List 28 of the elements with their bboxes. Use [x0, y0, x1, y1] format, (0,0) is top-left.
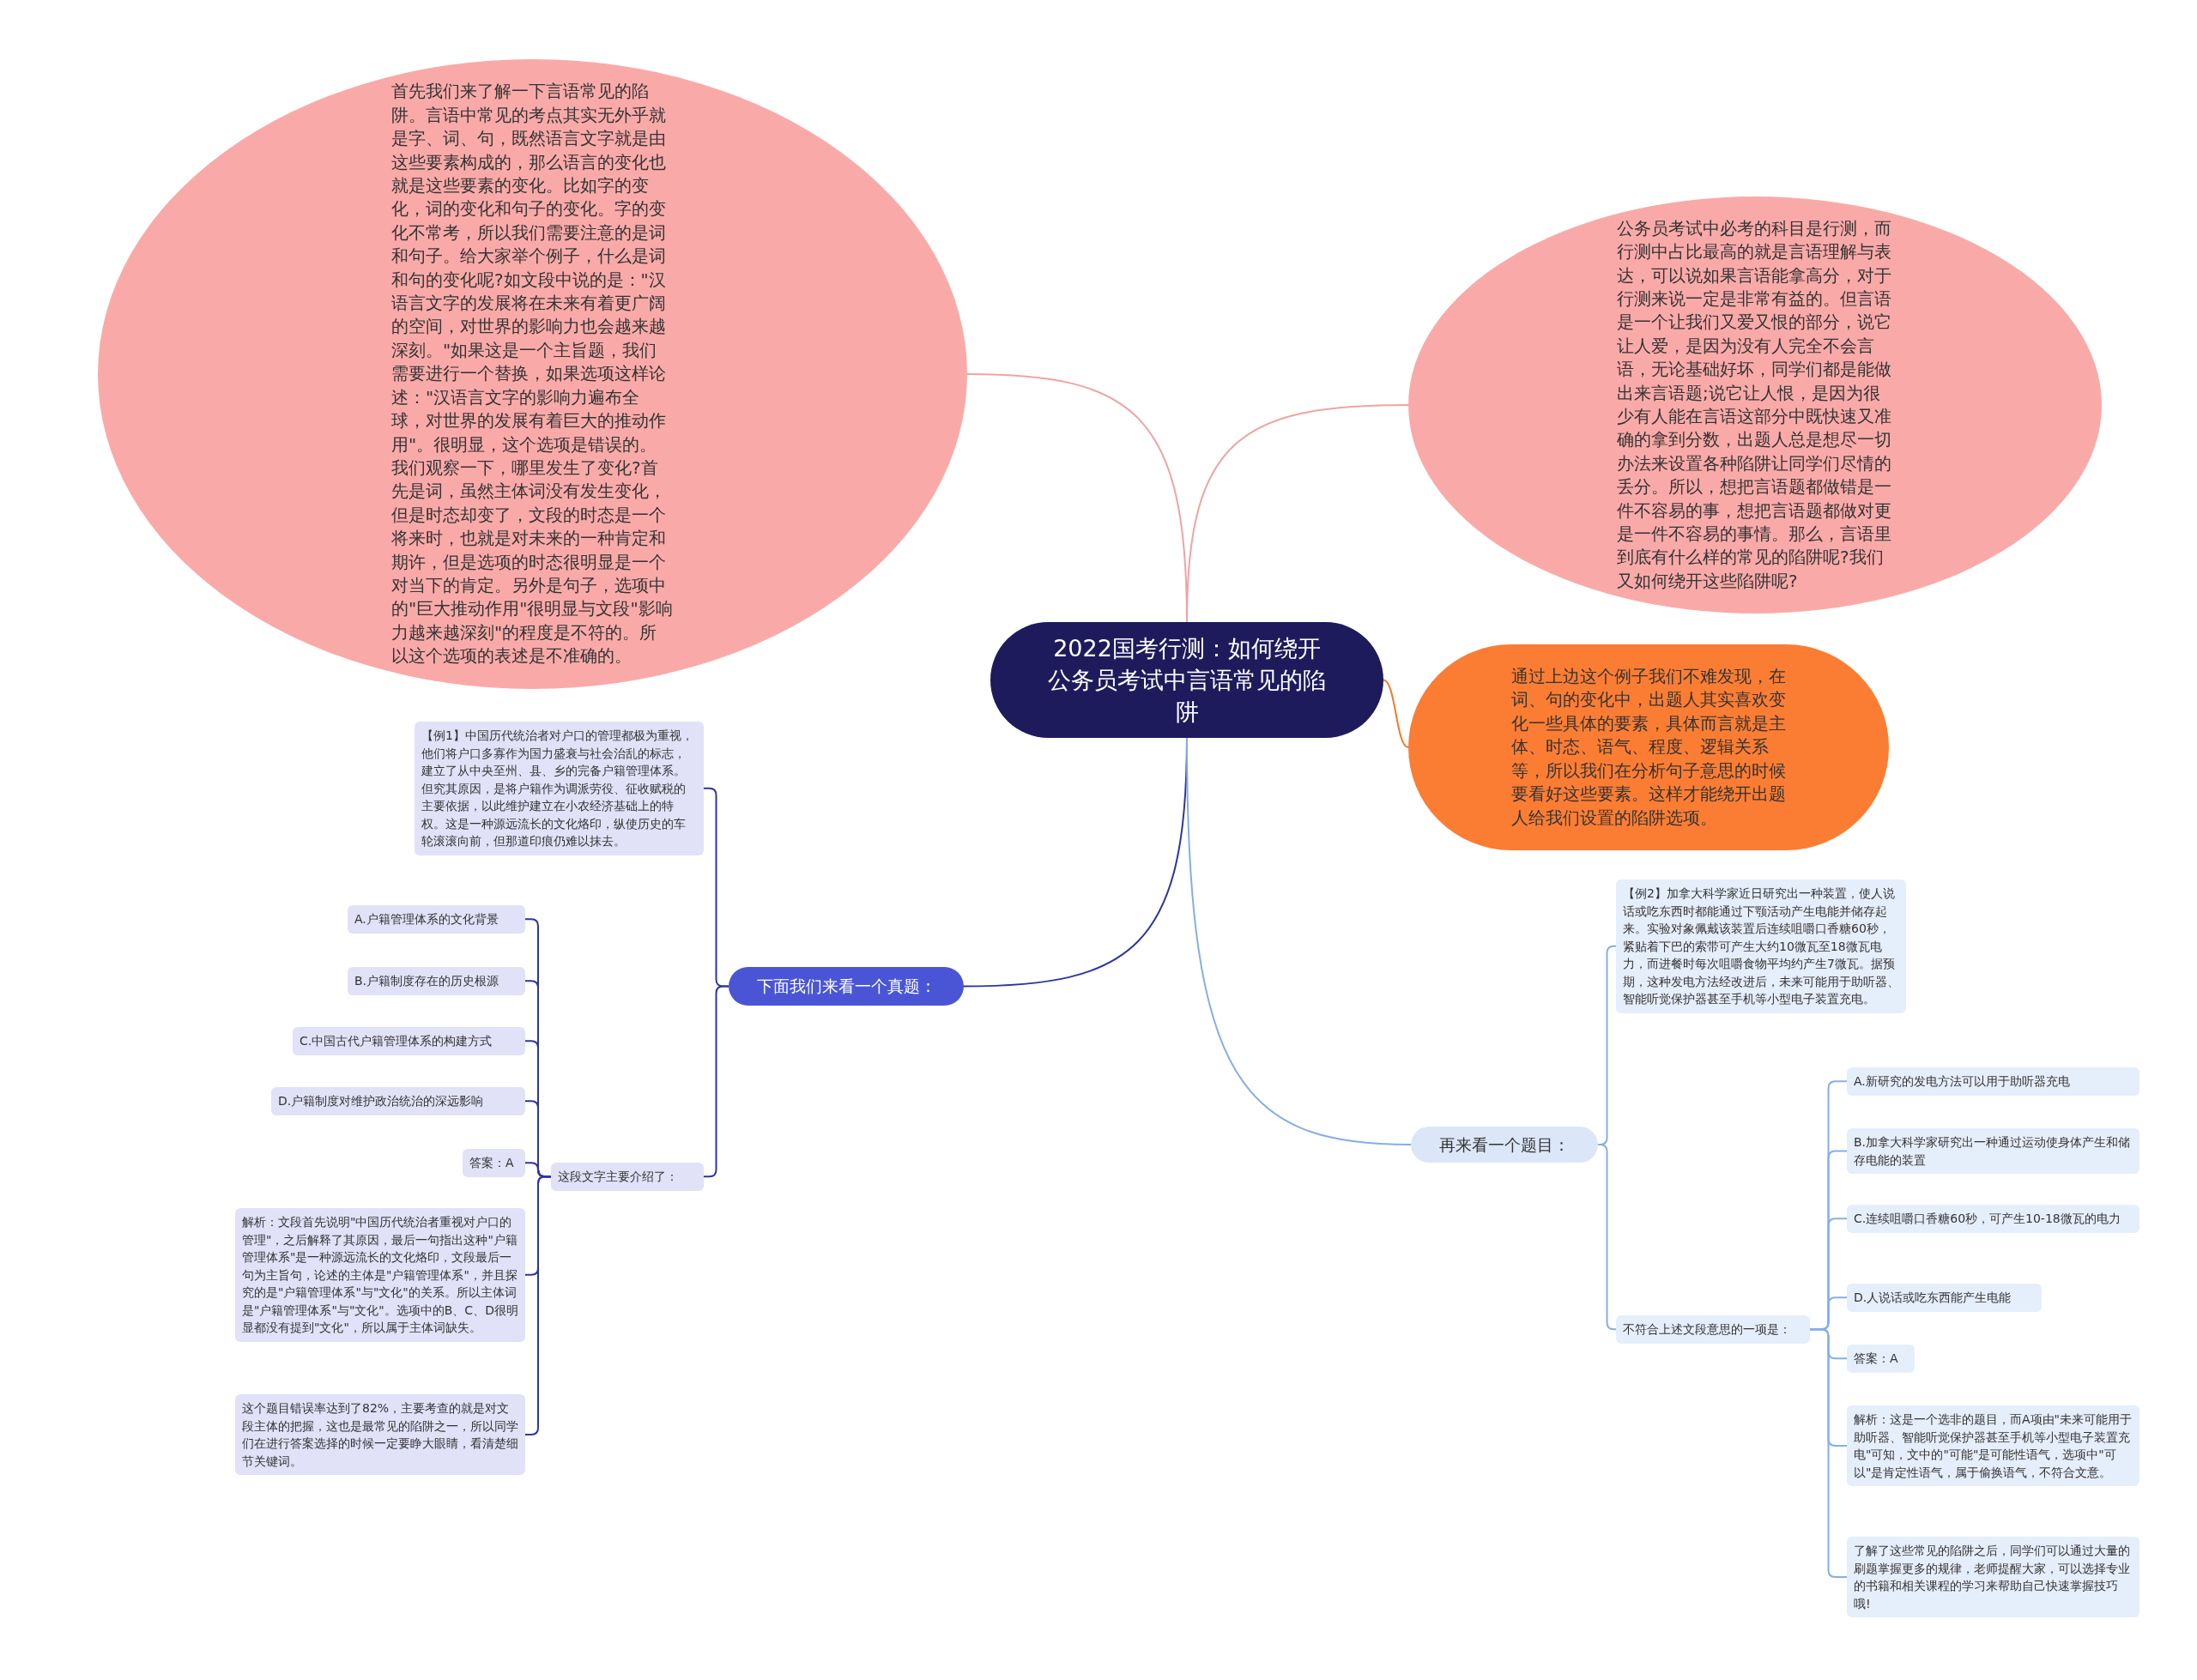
- text-card: C.连续咀嚼口香糖60秒，可产生10-18微瓦的电力: [1847, 1205, 2140, 1233]
- text-card: A.户籍管理体系的文化背景: [348, 905, 525, 934]
- central-topic: 2022国考行测：如何绕开公务员考试中言语常见的陷阱: [990, 622, 1383, 738]
- connector-line: [1383, 679, 1409, 748]
- text-card: 不符合上述文段意思的一项是：: [1616, 1315, 1810, 1344]
- branch-topic: 下面我们来看一个真题：: [729, 967, 964, 1006]
- connector-line: [1809, 1328, 1848, 1578]
- text-card: D.人说话或吃东西能产生电能: [1847, 1284, 2042, 1312]
- text-card: B.加拿大科学家研究出一种通过运动使身体产生和储存电能的装置: [1847, 1128, 2140, 1174]
- text-card: B.户籍制度存在的历史根源: [348, 967, 525, 995]
- text-card: 这段文字主要介绍了：: [551, 1163, 704, 1191]
- text-card: C.中国古代户籍管理体系的构建方式: [293, 1027, 525, 1055]
- text-bubble: 首先我们来了解一下言语常见的陷阱。言语中常见的考点其实无外乎就是字、词、句，既然语言文字就是由这些要素构成的，那么语言的变化也就是这些要素的变化。比如字的变化，词的变化和句子的变化。字的变化不常考，所以我们需要注意的是词和句子。给大家举个例子，什么是词和句的变化呢?如文段中说的是："汉语言文字的发展将在未来有着更广阔的空间，对世界的影响力也会越来越深刻。"如果这是一个主旨题，我们需要进行一个替换，如果选项这样论述："汉语言文字的影响力遍布全球，对世界的发展有着巨大的推动作用"。很明显，这个选项是错误的。我们观察一下，哪里发生了变化?首先是词，虽然主体词没有发生变化，但是时态却变了，文段的时态是一个将来时，也就是对未来的一种肯定和期许，但是选项的时态很明显是一个对当下的肯定。另外是句子，选项中的"巨大推动作用"很明显与文段"影响力越来越深刻"的程度是不符的。所以这个选项的表述是不准确的。: [98, 59, 967, 689]
- connector-line: [524, 1175, 552, 1435]
- text-bubble: 通过上边这个例子我们不难发现，在词、句的变化中，出题人其实喜欢变化一些具体的要素，具体而言就是主体、时态、语气、程度、逻辑关系等，所以我们在分析句子意思的时候要看好这些要素。这样才能绕开出题人给我们设置的陷阱选项。: [1408, 644, 1889, 850]
- branch-topic: 再来看一个题目：: [1411, 1127, 1598, 1163]
- text-card: 【例2】加拿大科学家近日研究出一种装置，使人说话或吃东西时都能通过下颚活动产生电能并储存起来。实验对象佩戴该装置后连续咀嚼口香糖60秒，紧贴着下巴的索带可产生大约10微瓦至18微瓦电力，而进餐时每次咀嚼食物平均约产生7微瓦。据预期，这种发电方法经改进后，未来可能用于助听器、智能听觉保护器甚至手机等小型电子装置充电。: [1616, 879, 1906, 1013]
- text-card: 答案：A: [463, 1149, 525, 1177]
- text-card: 这个题目错误率达到了82%，主要考查的就是对文段主体的把握，这也是最常见的陷阱之一，所以同学们在进行答案选择的时候一定要睁大眼睛，看清楚细节关键词。: [235, 1394, 525, 1475]
- connector-line: [1186, 737, 1412, 1145]
- text-card: 解析：文段首先说明"中国历代统治者重视对户口的管理"，之后解释了其原因，最后一句指出这种"户籍管理体系"是一种源远流长的文化烙印，文段最后一句为主旨句，论述的主体是"户籍管理体系"，并且探究的是"户籍管理体系"与"文化"的关系。所以主体词是"户籍管理体系"与"文化"。选项中的B、C、D很明显都没有提到"文化"，所以属于主体词缺失。: [235, 1208, 525, 1342]
- text-card: A.新研究的发电方法可以用于助听器充电: [1847, 1067, 2140, 1096]
- text-card: 解析：这是一个选非的题目，而A项由"未来可能用于助听器、智能听觉保护器甚至手机等小型电子装置充电"可知，文中的"可能"是可能性语气，选项中"可以"是肯定性语气，属于偷换语气，不符合文意。: [1847, 1405, 2140, 1486]
- text-card: 了解了这些常见的陷阱之后，同学们可以通过大量的刷题掌握更多的规律，老师提醒大家，可以选择专业的书籍和相关课程的学习来帮助自己快速掌握技巧哦!: [1847, 1537, 2140, 1617]
- text-card: 【例1】中国历代统治者对户口的管理都极为重视，他们将户口多寡作为国力盛衰与社会治乱的标志，建立了从中央至州、县、乡的完备户籍管理体系。但究其原因，是将户籍作为调派劳役、征收赋税的主要依据，以此维护建立在小农经济基础上的特权。这是一种源远流长的文化烙印，纵使历史的车轮滚滚向前，但那道印痕仍难以抹去。: [415, 722, 704, 855]
- text-card: 答案：A: [1847, 1345, 1915, 1373]
- text-card: D.户籍制度对维护政治统治的深远影响: [271, 1087, 525, 1115]
- text-bubble: 公务员考试中必考的科目是行测，而行测中占比最高的就是言语理解与表达，可以说如果言语能拿高分，对于行测来说一定是非常有益的。但言语是一个让我们又爱又恨的部分，说它让人爱，是因为没有人完全不会言语，无论基础好坏，同学们都是能做出来言语题;说它让人恨，是因为很少有人能在言语这部分中既快速又准确的拿到分数，出题人总是想尽一切办法来设置各种陷阱让同学们尽情的丢分。所以，想把言语题都做错是一件不容易的事，想把言语题都做对更是一件不容易的事情。那么，言语里到底有什么样的常见的陷阱呢?我们又如何绕开这些陷阱呢?: [1408, 196, 2102, 613]
